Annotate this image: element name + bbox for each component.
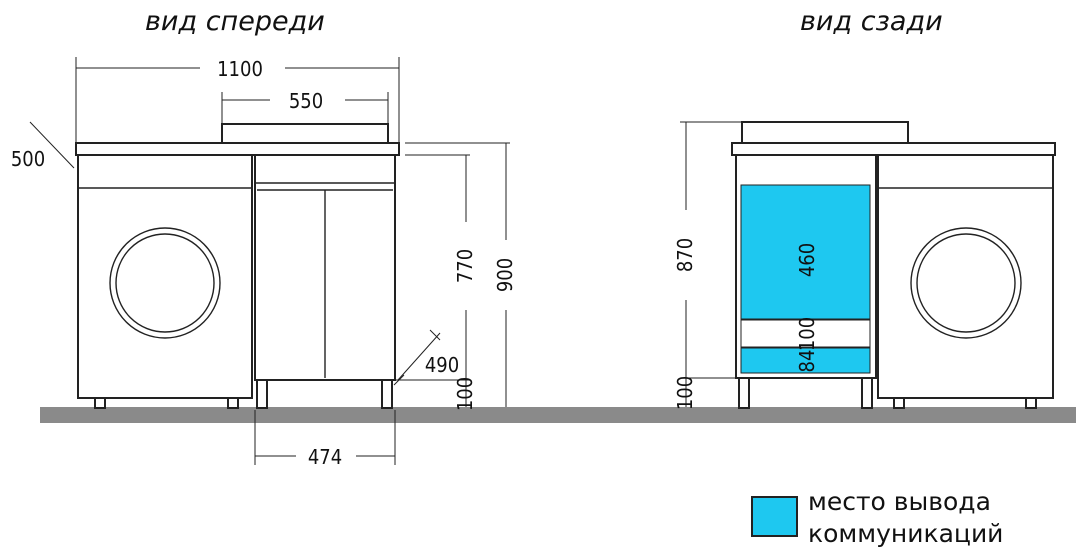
back-washer-foot-left: [893, 397, 905, 409]
dim-870: 870: [673, 238, 697, 272]
back-washer-door-outer: [910, 227, 1022, 339]
comm-zone-gap: [740, 319, 871, 348]
comm-zone-upper: [740, 184, 871, 320]
cabinet-leg-right: [381, 379, 393, 409]
legend-swatch: [751, 496, 798, 537]
dim-84: 84: [795, 350, 819, 373]
dim-100-zone: 100: [795, 317, 819, 351]
front-view: 1100 550 500 770 900 100 490 474: [11, 57, 517, 469]
back-countertop: [731, 142, 1056, 156]
front-countertop-raised: [221, 123, 389, 145]
dim-460: 460: [795, 243, 819, 277]
washer-door-inner: [115, 233, 215, 333]
back-cabinet-leg-right: [861, 377, 873, 409]
title-back-view: вид сзади: [800, 6, 943, 37]
dim-550: 550: [289, 89, 323, 113]
cabinet-leg-left: [256, 379, 268, 409]
dim-490: 490: [425, 353, 459, 377]
title-front-view: вид спереди: [145, 6, 325, 37]
front-countertop: [75, 142, 400, 156]
comm-zone-lower: [740, 347, 871, 374]
back-cabinet-leg-left: [738, 377, 750, 409]
washer-foot-right: [227, 397, 239, 409]
back-washer-foot-right: [1025, 397, 1037, 409]
back-countertop-raised: [741, 121, 909, 145]
back-washer-door-inner: [916, 233, 1016, 333]
legend-line-2: коммуникаций: [808, 519, 1003, 548]
floor: [40, 407, 1076, 423]
dim-900: 900: [493, 258, 517, 292]
washer-foot-left: [94, 397, 106, 409]
dim-770: 770: [453, 249, 477, 283]
dim-474: 474: [308, 445, 342, 469]
dim-front-leg-100: 100: [453, 377, 477, 411]
legend-line-1: место вывода: [808, 487, 991, 516]
dim-500: 500: [11, 147, 45, 171]
back-view: 460 100 84 870 100: [673, 121, 1056, 410]
front-washing-machine: [77, 154, 253, 399]
dim-back-leg-100: 100: [673, 376, 697, 410]
back-washing-machine: [877, 154, 1054, 399]
dim-1100: 1100: [217, 57, 263, 81]
washer-door-outer: [109, 227, 221, 339]
legend: место вывода коммуникаций: [751, 487, 1003, 548]
